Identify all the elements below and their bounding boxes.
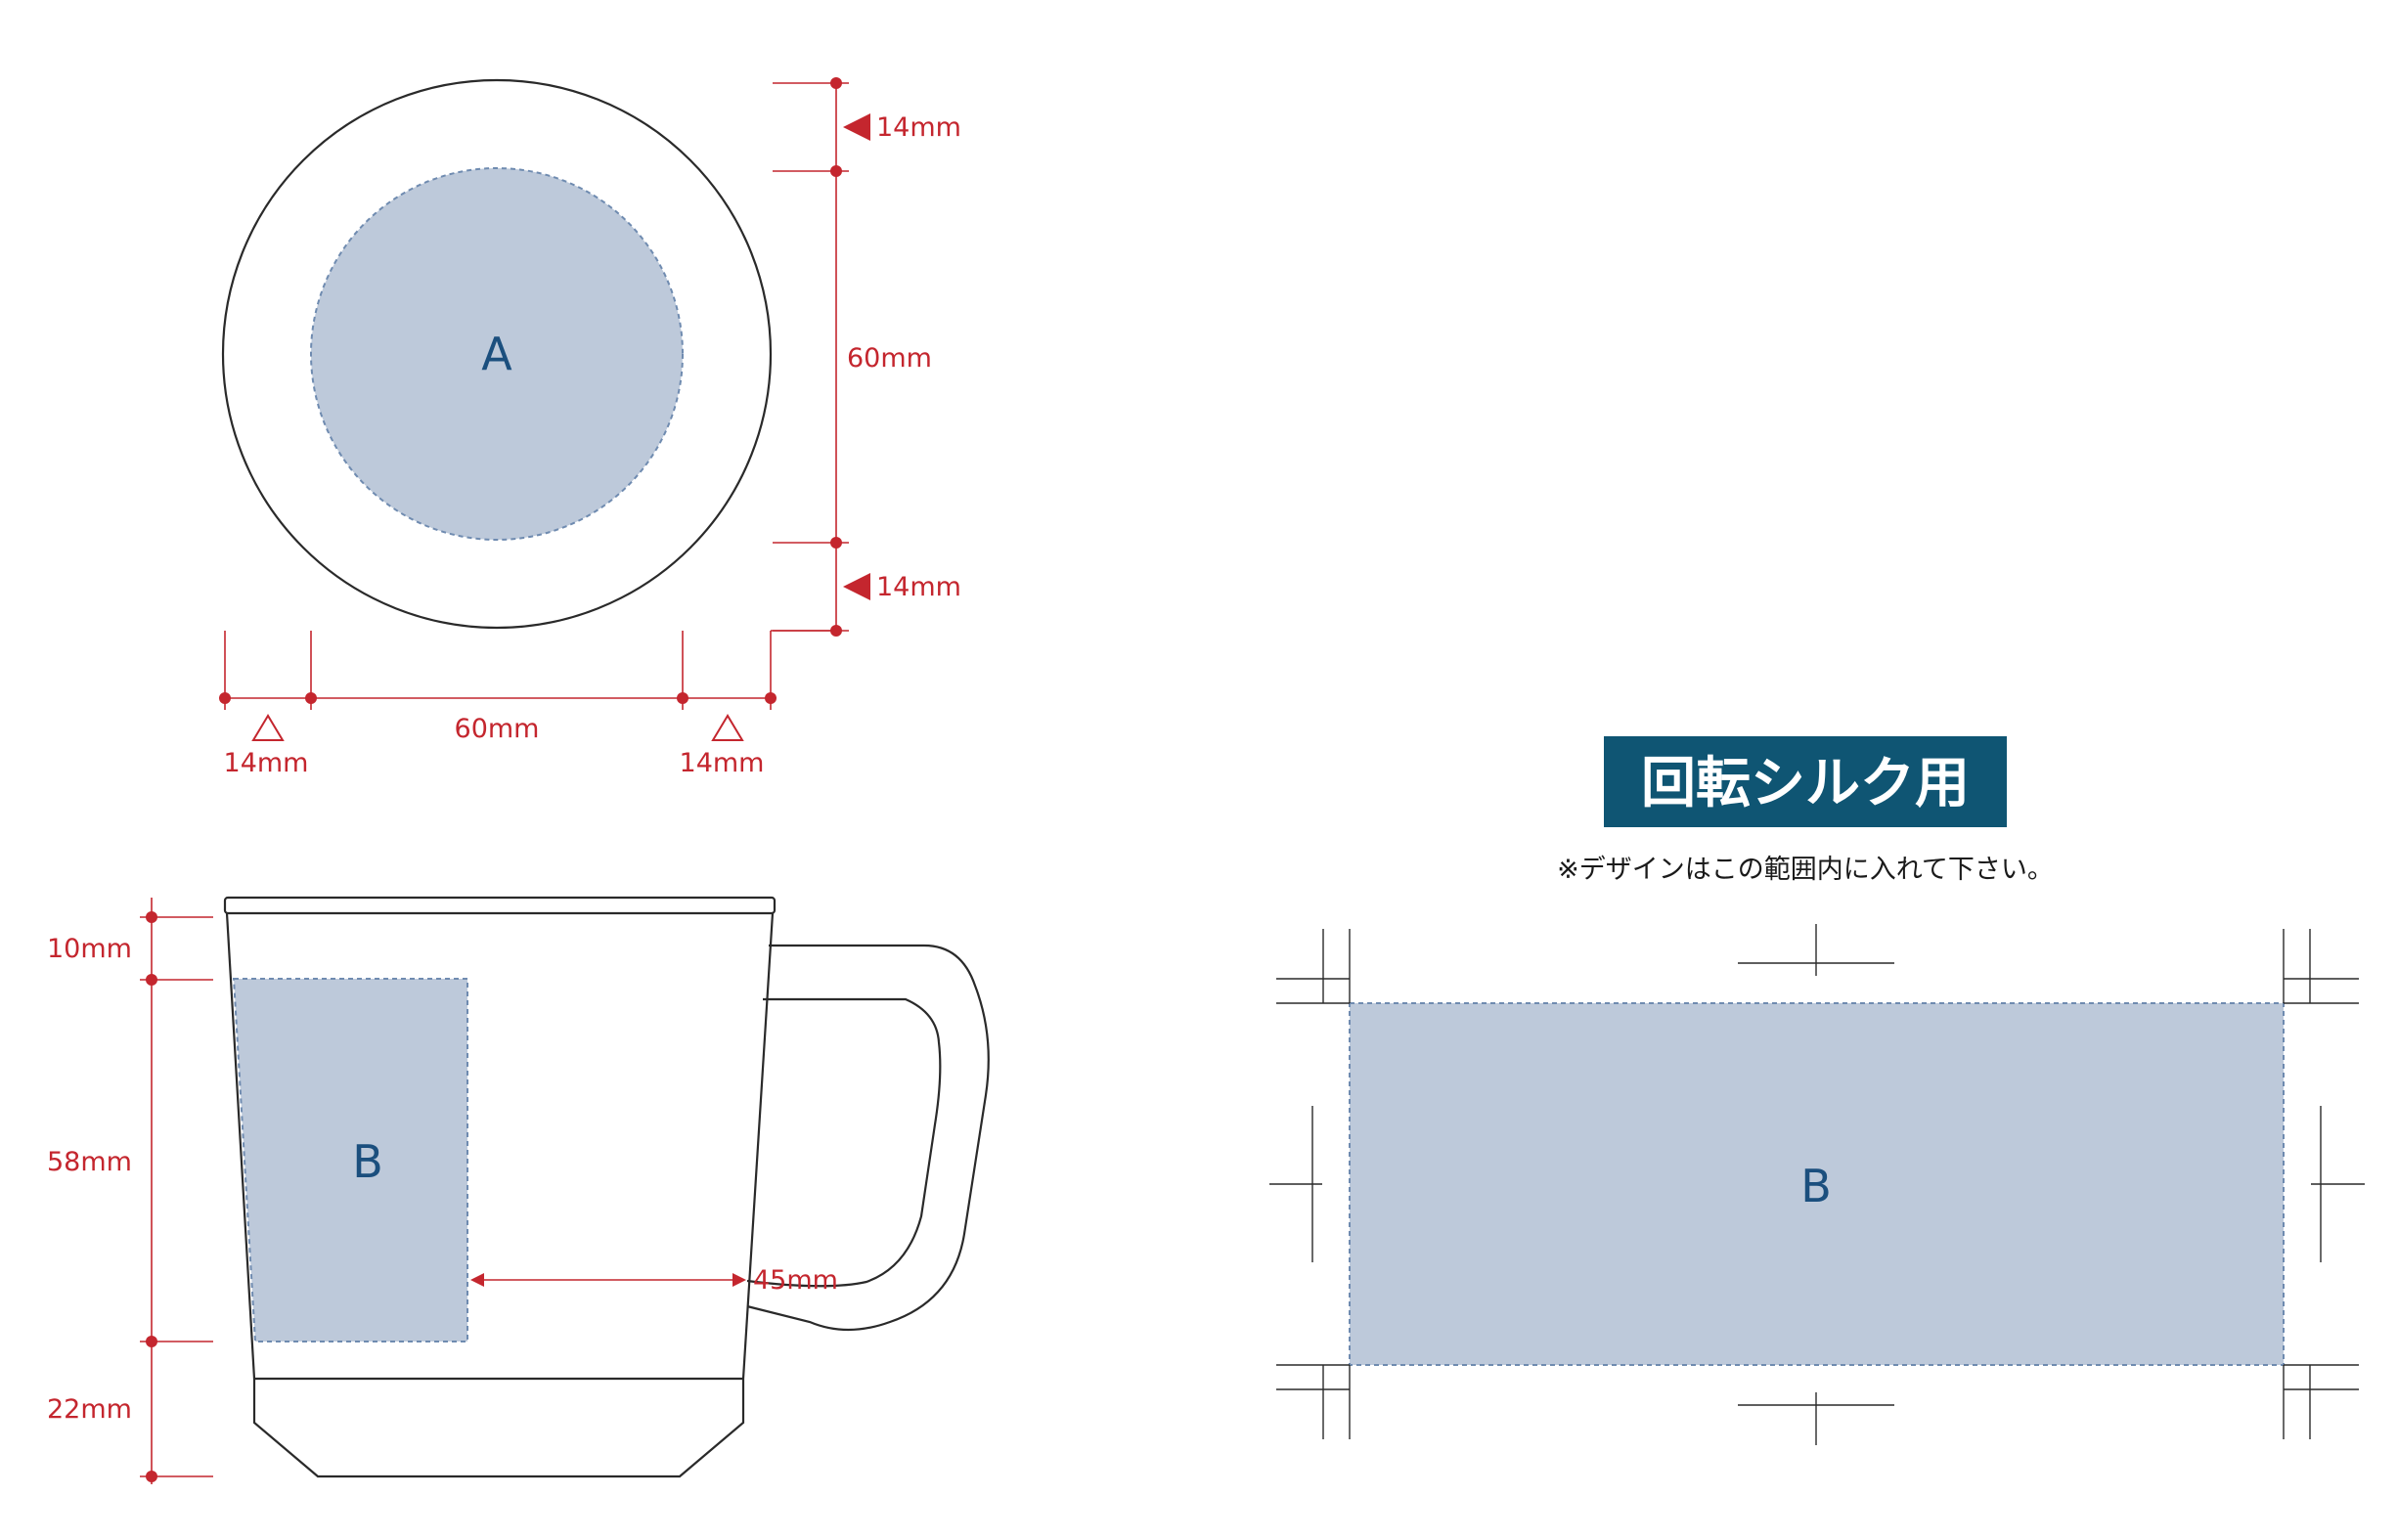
dim-bottom-right: 14mm [680, 748, 765, 778]
dim-bottom-middle: 60mm [455, 714, 540, 744]
crop-marks [1269, 924, 2365, 1445]
layout-sheet: 回転シルク用 ※デザインはこの範囲内に入れて下さい。 B [1269, 736, 2365, 1445]
triangle-marker-icon [711, 714, 744, 741]
print-zone-b-sheet [1349, 1002, 2285, 1366]
dim-right-bottom: 14mm [876, 572, 961, 602]
top-bottom-dimensions: 14mm 60mm 14mm [219, 630, 836, 778]
dim-bottom: 22mm [47, 1394, 132, 1425]
layout-note: ※デザインはこの範囲内に入れて下さい。 [1557, 855, 2054, 885]
arrow-marker-icon [843, 113, 870, 141]
mug-body-outline [225, 912, 775, 1478]
zone-label-a: A [481, 328, 512, 380]
mug-rim [223, 896, 777, 915]
arrow-marker-icon [843, 573, 870, 600]
zone-label-b: B [352, 1135, 383, 1188]
mug-handle [746, 944, 990, 1332]
top-view: A 14mm 60mm 14mm [219, 77, 961, 778]
side-height-dimensions: 10mm 58mm 22mm [47, 898, 213, 1484]
dim-right-top: 14mm [876, 112, 961, 143]
arrow-left-icon [470, 1273, 484, 1287]
side-view: B 45mm 10mm 58mm 22mm [47, 896, 990, 1484]
triangle-marker-icon [251, 714, 285, 741]
arrow-right-icon [732, 1273, 746, 1287]
dim-middle: 58mm [47, 1147, 132, 1177]
dim-top: 10mm [47, 934, 132, 964]
dim-width: 45mm [753, 1265, 838, 1296]
mug-top-outline [221, 78, 773, 630]
print-zone-a [310, 167, 684, 541]
title-badge [1604, 736, 2007, 827]
print-zone-b [232, 978, 468, 1342]
zone-label-b-sheet: B [1800, 1160, 1832, 1212]
dim-bottom-left: 14mm [224, 748, 309, 778]
side-width-dimension: 45mm [470, 1265, 838, 1296]
layout-title: 回転シルク用 [1641, 752, 1970, 815]
dim-right-middle: 60mm [847, 343, 932, 374]
top-right-dimensions: 14mm 60mm 14mm [773, 77, 961, 637]
